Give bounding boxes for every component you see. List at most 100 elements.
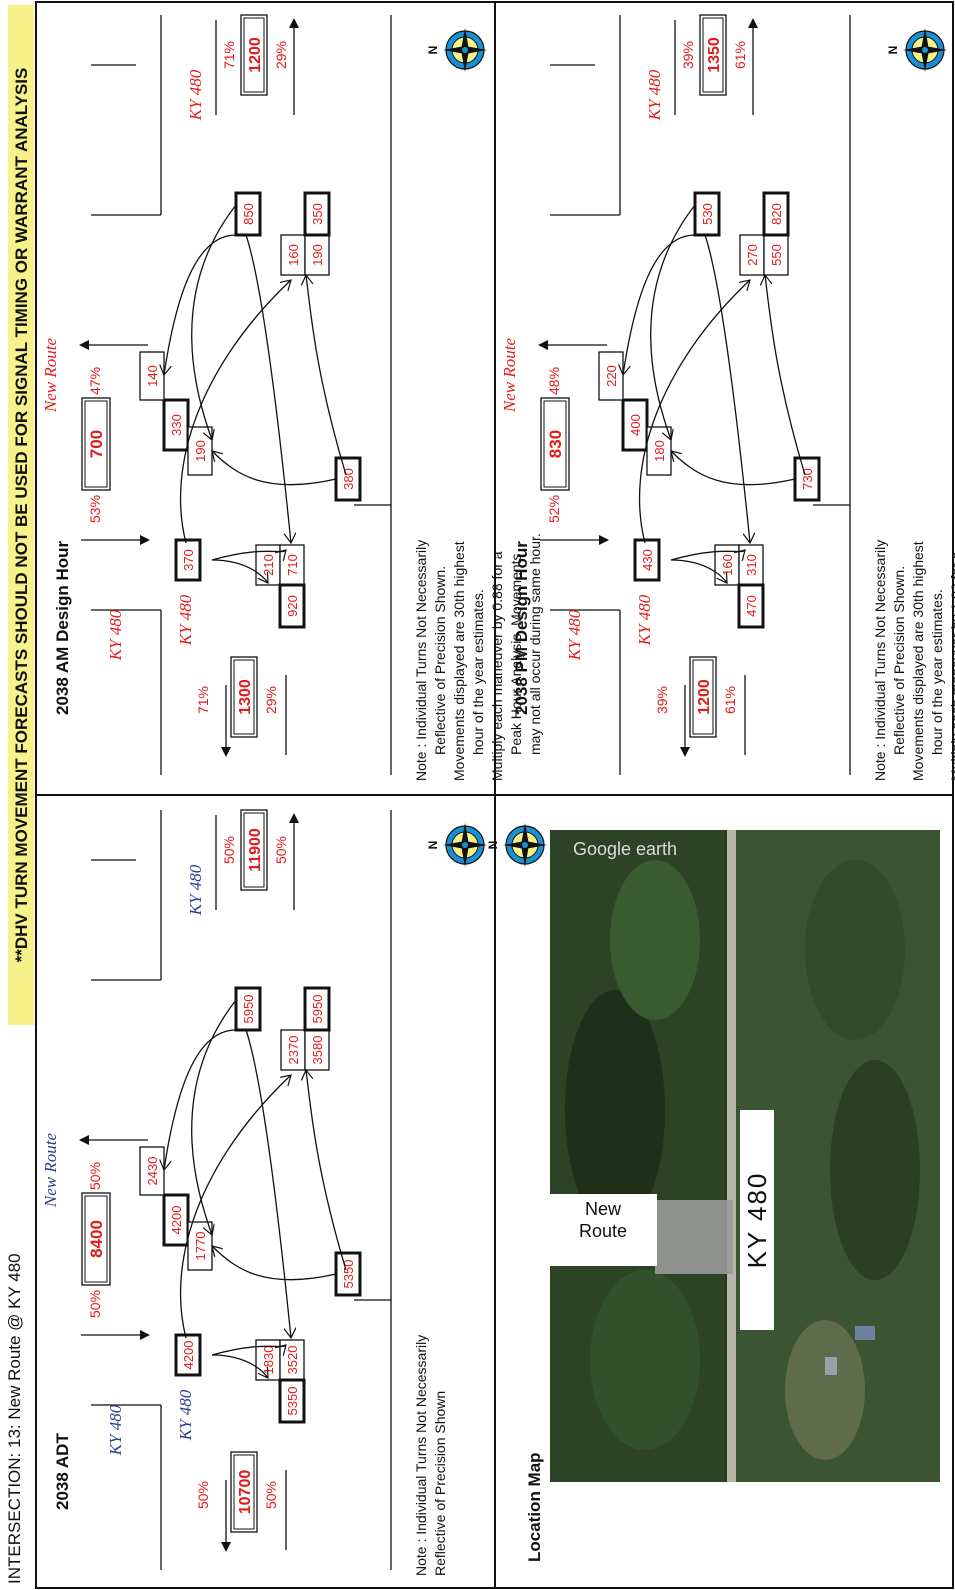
east-approach-volume: 850 xyxy=(241,203,256,225)
west-r2: 3520 xyxy=(285,1346,300,1375)
compass-north-letter: N xyxy=(886,46,900,55)
panel-title: 2038 ADT xyxy=(53,1433,72,1510)
north-exit-left: 1770 xyxy=(193,1232,208,1261)
east-out-pct: 29% xyxy=(273,41,289,69)
east-r1: 160 xyxy=(286,244,301,266)
movement-arc xyxy=(650,204,696,440)
west-total: 1300 xyxy=(237,679,254,715)
west-in-pct: 39% xyxy=(654,686,670,714)
west-total: 1200 xyxy=(696,679,713,715)
north-out-pct: 48% xyxy=(546,367,562,395)
east-total: 11900 xyxy=(247,828,264,872)
ky480-label-box xyxy=(740,1110,774,1330)
east-r1: 270 xyxy=(745,244,760,266)
new-route-label: New Route xyxy=(500,337,519,413)
west-total-inner xyxy=(233,659,255,735)
new-route-road-image xyxy=(655,1200,733,1274)
east-r1: 2370 xyxy=(286,1036,301,1065)
west-r1: 160 xyxy=(720,554,735,576)
compass-north-letter: N xyxy=(426,46,440,55)
north-total: 700 xyxy=(87,430,106,458)
footnote-line: Peak Hour Analysis. Movements xyxy=(508,553,524,755)
footnote-line: Reflective of Precision Shown. xyxy=(432,566,448,755)
west-total-inner xyxy=(233,1454,255,1530)
east-total-box xyxy=(699,14,727,96)
east-sum: 5950 xyxy=(310,995,325,1024)
west-r2: 310 xyxy=(744,554,759,576)
north-exit-box xyxy=(621,398,649,452)
north-approach-box xyxy=(174,1333,202,1377)
footnote-line: Movements displayed are 30th highest xyxy=(451,541,467,781)
north-exit-box xyxy=(162,1193,190,1247)
west-r1: 210 xyxy=(261,554,276,576)
compass-pm: N xyxy=(886,28,947,72)
west-sum-box xyxy=(737,583,765,629)
north-approach-volume: 430 xyxy=(640,549,655,571)
north-approach-box xyxy=(174,538,202,582)
movement-arc xyxy=(245,1029,291,1338)
movement-arc xyxy=(211,1354,268,1378)
east-r2: 3580 xyxy=(310,1036,325,1065)
aerial-photo xyxy=(545,830,940,1482)
east-total-box xyxy=(240,809,268,891)
movement-arc xyxy=(211,1345,286,1355)
east-in-pct: 39% xyxy=(680,41,696,69)
east-in-pct: 50% xyxy=(221,836,237,864)
north-exit-volume: 4200 xyxy=(169,1206,184,1235)
footnote-line: Multiply each maneuver by 1.03 for a xyxy=(948,551,955,781)
ky480-east-label: KY 480 xyxy=(645,69,664,121)
movement-arc xyxy=(670,559,727,583)
footnote-line: Note : Individual Turns Not Necessarily xyxy=(413,1335,429,1576)
movement-arc xyxy=(765,275,806,476)
north-in-pct: 52% xyxy=(546,495,562,523)
ky480-road-image xyxy=(727,830,736,1482)
east-out-pct: 61% xyxy=(732,41,748,69)
east-sum-box xyxy=(303,191,331,237)
map-label-ky480: KY 480 xyxy=(742,1172,772,1269)
footnote-line: hour of the year estimates. xyxy=(470,589,486,755)
east-sum-box xyxy=(303,986,331,1032)
movement-arc xyxy=(164,234,237,375)
footnote-line: Reflective of Precision Shown. xyxy=(891,566,907,755)
west-sum-box xyxy=(278,1378,306,1424)
ky480-east-label: KY 480 xyxy=(186,864,205,916)
west-r2: 710 xyxy=(285,554,300,576)
movement-arc xyxy=(191,204,237,440)
movement-arc xyxy=(164,1029,237,1170)
west-sum: 5350 xyxy=(285,1387,300,1416)
north-approach-box xyxy=(633,538,661,582)
north-in-pct: 50% xyxy=(87,1290,103,1318)
east-r2: 190 xyxy=(310,244,325,266)
footnote-line: Reflective of Precision Shown xyxy=(432,1391,448,1576)
west-out-pct: 29% xyxy=(263,686,279,714)
movement-arc xyxy=(212,1246,337,1281)
north-in-pct: 53% xyxy=(87,495,103,523)
footnote-line: may not all occur during same hour. xyxy=(527,533,543,755)
movement-arc xyxy=(306,1070,347,1271)
north-exit-right: 2430 xyxy=(145,1157,160,1186)
movement-arc xyxy=(704,234,750,543)
intersection-title: INTERSECTION: 13: New Route @ KY 480 xyxy=(5,1253,24,1584)
west-sum-box xyxy=(278,583,306,629)
west-sum: 920 xyxy=(285,595,300,617)
east-total: 1200 xyxy=(247,37,264,73)
movement-arc xyxy=(638,280,750,544)
ky480-west-label: KY 480 xyxy=(176,594,195,646)
new-route-label-box xyxy=(545,1194,657,1266)
west-approach-volume: 730 xyxy=(800,468,815,490)
footnote-line: hour of the year estimates. xyxy=(929,589,945,755)
panel-location-map: Location Map New Route KY 480 Google xyxy=(525,830,940,1562)
north-exit-volume: 400 xyxy=(628,414,643,436)
east-sum: 820 xyxy=(769,203,784,225)
ky480-west-label: KY 480 xyxy=(565,609,584,661)
ky480-east-label: KY 480 xyxy=(186,69,205,121)
north-total-inner xyxy=(84,400,108,488)
west-approach-volume: 380 xyxy=(341,468,356,490)
north-out-pct: 50% xyxy=(87,1162,103,1190)
east-total-box xyxy=(240,14,268,96)
north-total-box xyxy=(540,397,570,491)
north-total: 8400 xyxy=(87,1220,106,1258)
west-out-pct: 61% xyxy=(722,686,738,714)
